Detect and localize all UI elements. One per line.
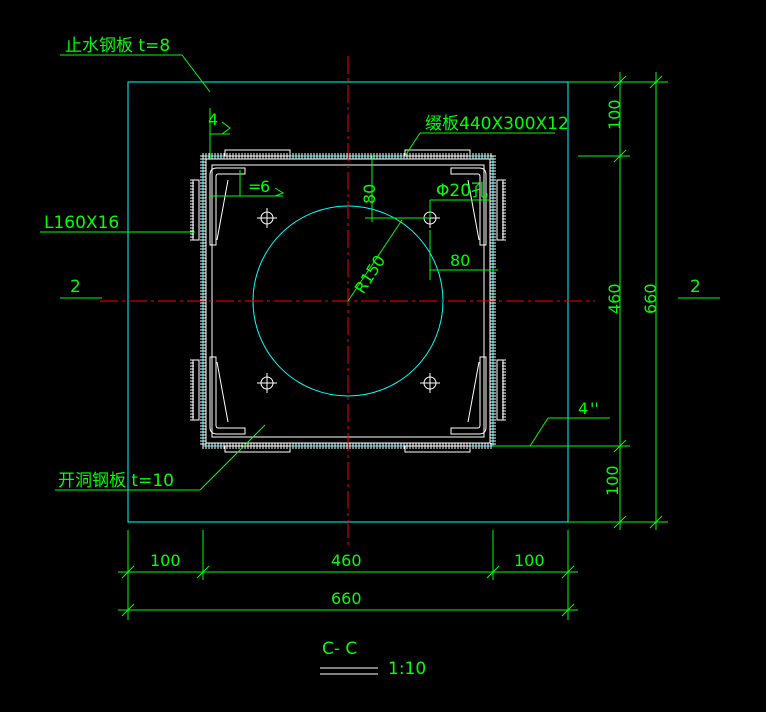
dim-right-bottom: 100 bbox=[603, 465, 622, 496]
dim-bottom-mid: 460 bbox=[331, 551, 362, 570]
label-radius: R150 bbox=[351, 252, 390, 297]
dim-bottom-total: 660 bbox=[331, 589, 362, 608]
section-mark-left: 2 bbox=[70, 277, 81, 297]
weld-flag: '' bbox=[590, 399, 599, 418]
drawing-scale: 1:10 bbox=[388, 659, 426, 679]
weld-hatching bbox=[190, 153, 506, 449]
weld-symbol-6: 6 bbox=[260, 177, 270, 196]
dim-right-top: 100 bbox=[605, 99, 624, 130]
dim-right bbox=[568, 72, 668, 530]
weld-symbol-4: 4 bbox=[208, 110, 218, 129]
dim-bottom bbox=[118, 530, 578, 620]
label-waterstop-plate: 止水钢板 t=8 bbox=[65, 36, 170, 56]
drawing-title: C- C bbox=[322, 639, 357, 659]
label-angle: L160X16 bbox=[44, 213, 119, 233]
dim-hole-vertical: 80 bbox=[360, 184, 379, 204]
weld-symbol-6-prefix: = bbox=[248, 177, 261, 196]
label-hole: Φ20孔 bbox=[436, 181, 488, 201]
dim-right-mid: 460 bbox=[605, 283, 624, 314]
dim-hole-horizontal: 80 bbox=[450, 251, 470, 270]
label-batten-plate: 缀板440X300X12 bbox=[425, 114, 569, 134]
dim-bottom-left: 100 bbox=[150, 551, 181, 570]
dim-right-total: 660 bbox=[641, 283, 660, 314]
weld-symbol-4-bottom: 4 bbox=[578, 399, 588, 418]
dim-bottom-right: 100 bbox=[514, 551, 545, 570]
label-perforated-plate: 开洞钢板 t=10 bbox=[58, 471, 174, 491]
section-mark-right: 2 bbox=[690, 277, 701, 297]
